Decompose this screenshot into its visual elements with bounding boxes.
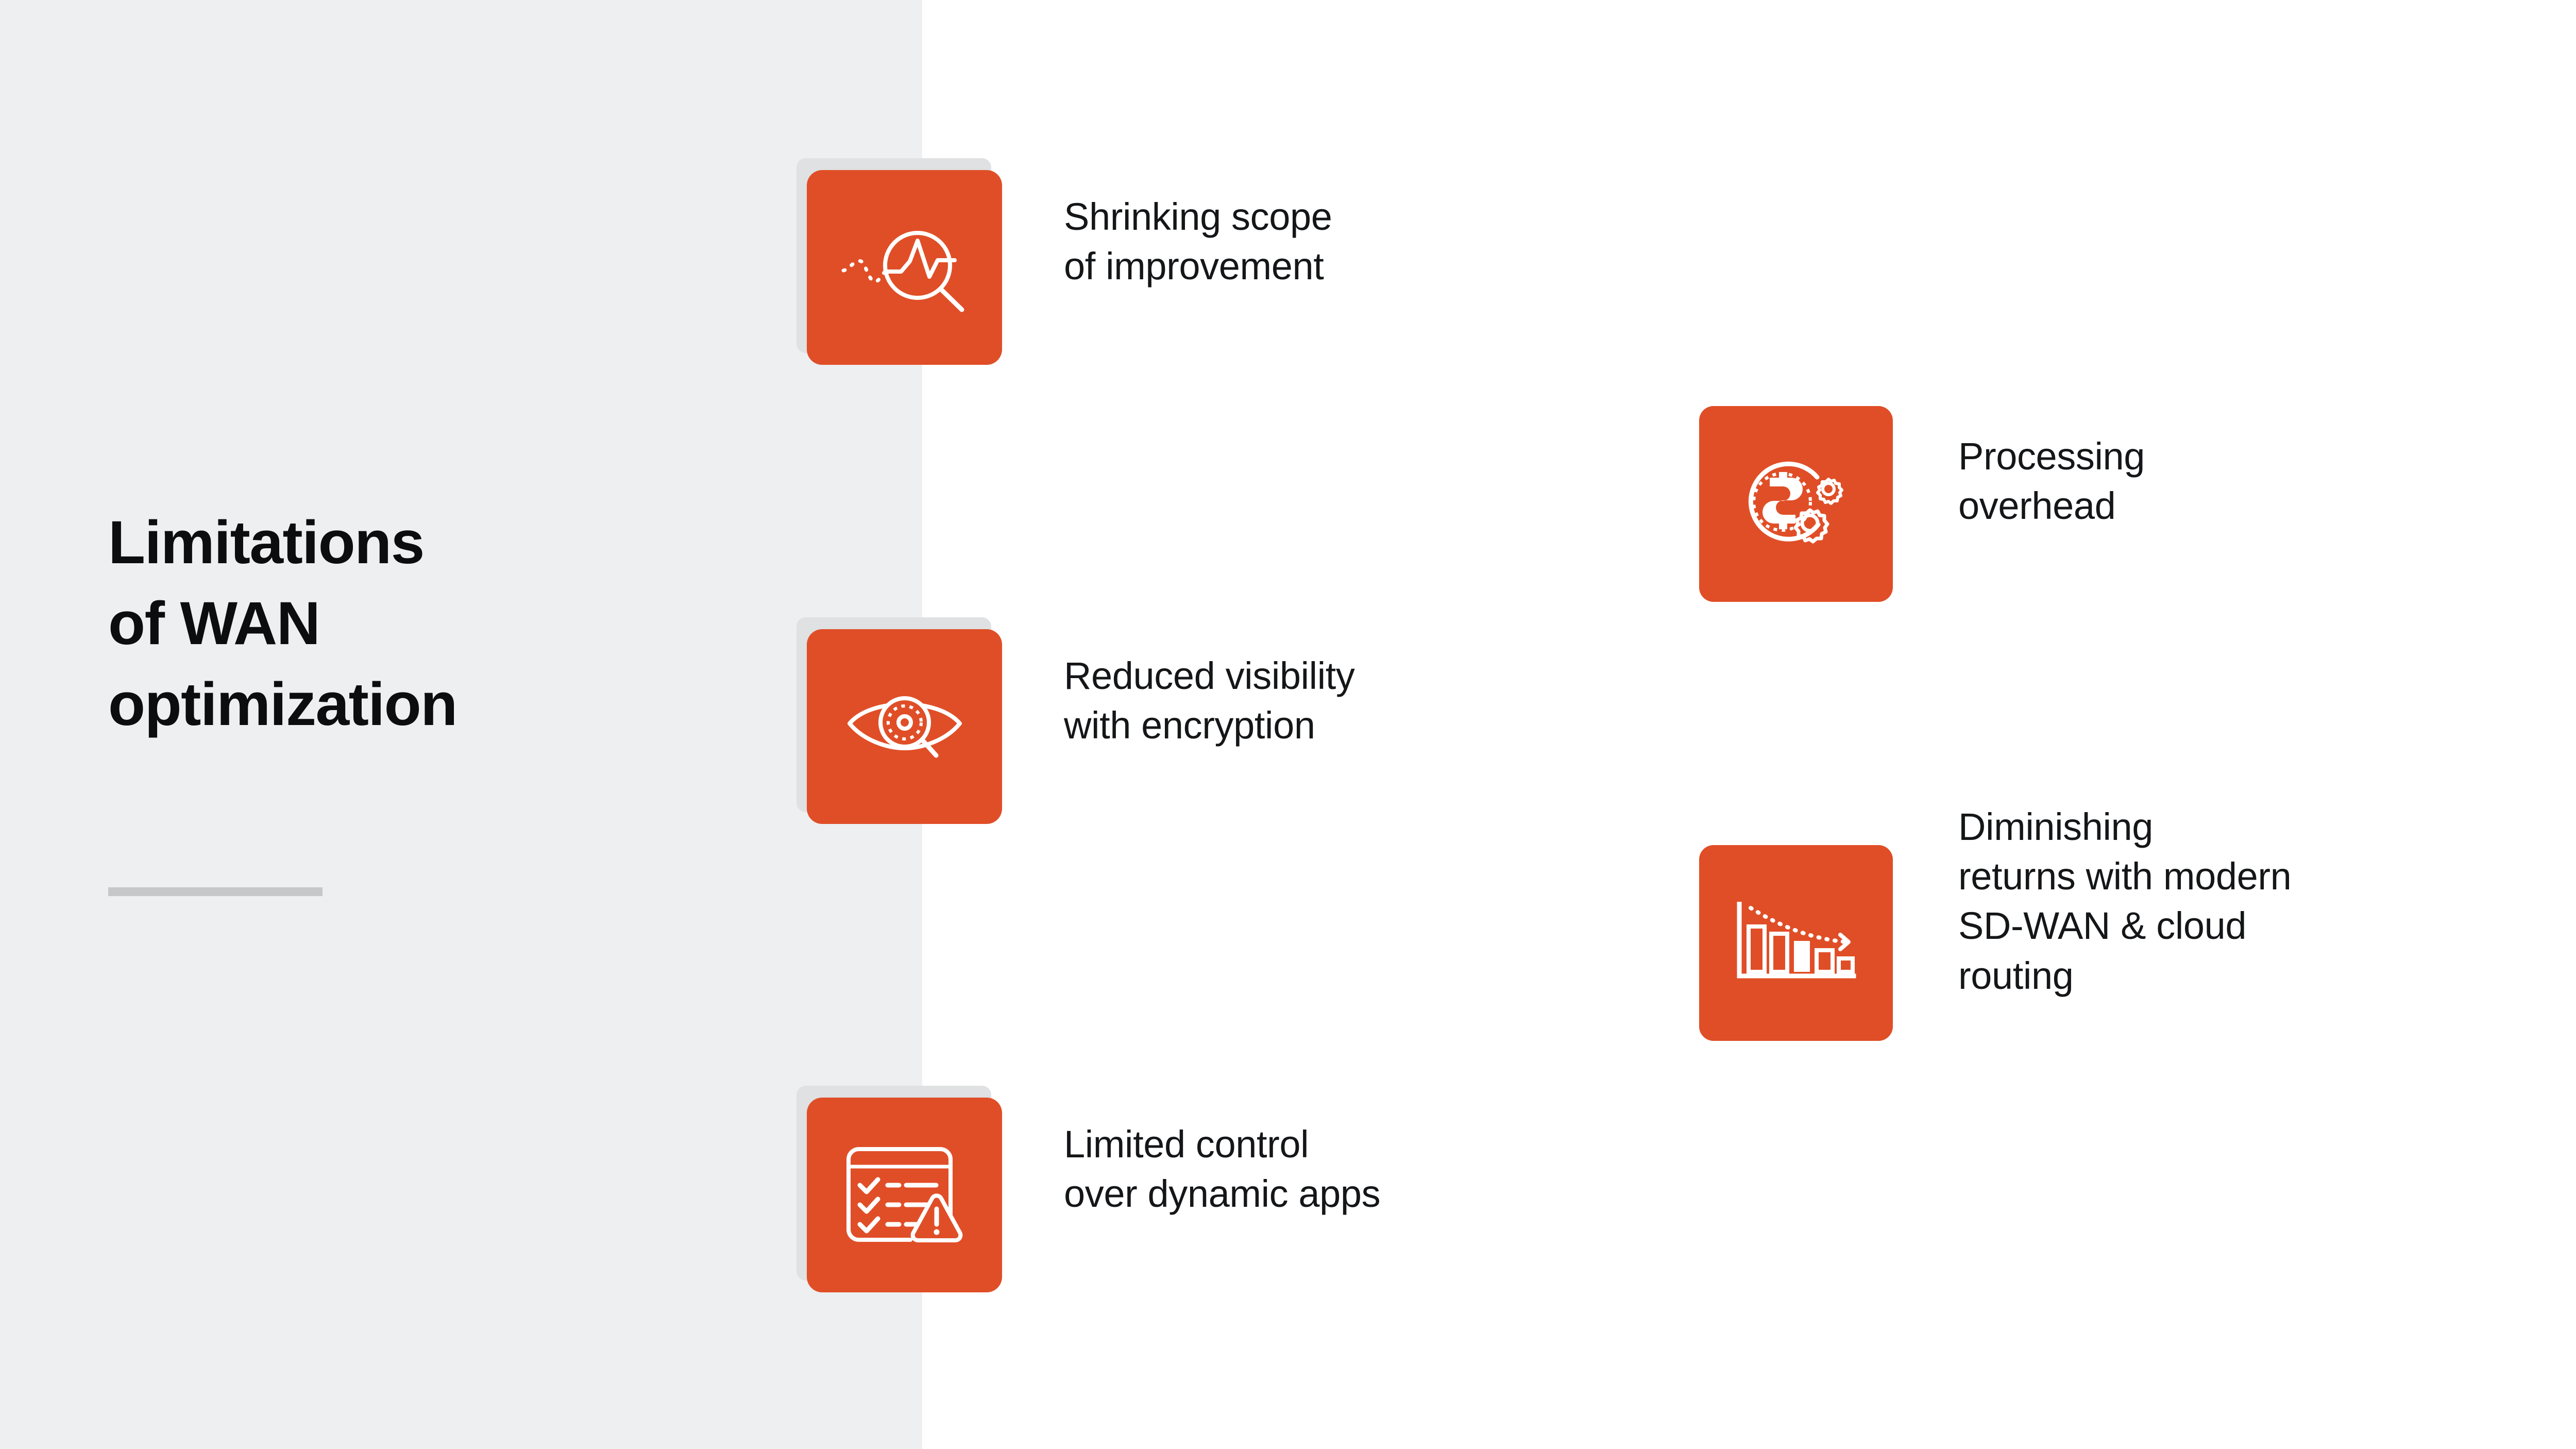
list-item-diminishing-returns[interactable]: Diminishing returns with modern SD-WAN &…: [1699, 805, 2292, 1041]
label-line-1: Limited control: [1064, 1123, 1309, 1166]
icon-tile[interactable]: [807, 170, 1002, 365]
icon-tile-wrapper: [796, 1086, 1002, 1292]
label-line-2: of improvement: [1064, 245, 1324, 288]
title-line-1: Limitations: [108, 509, 425, 577]
list-item-shrinking-scope[interactable]: Shrinking scope of improvement: [796, 158, 1332, 365]
label-line-2: with encryption: [1064, 704, 1315, 747]
label-line-1: Diminishing: [1958, 805, 2154, 848]
list-item-label: Reduced visibility with encryption: [1064, 651, 1355, 750]
title-line-3: optimization: [108, 670, 457, 738]
checklist-warning-icon: [845, 1146, 964, 1244]
icon-tile-wrapper: [796, 158, 1002, 365]
list-item-processing-overhead[interactable]: Processing overhead: [1699, 406, 2145, 602]
icon-tile-wrapper: [1699, 406, 1893, 602]
left-panel-background: [0, 0, 922, 1449]
right-panel-background: [922, 0, 2576, 1449]
magnifier-pulse-line-icon: [840, 221, 969, 314]
icon-tile-wrapper: [1699, 845, 1893, 1041]
icon-tile[interactable]: [1699, 406, 1893, 602]
label-line-1: Shrinking scope: [1064, 195, 1332, 238]
label-line-2: returns with modern: [1958, 855, 2292, 898]
title-line-2: of WAN: [108, 589, 320, 658]
label-line-4: routing: [1958, 954, 2074, 997]
label-line-3: SD-WAN & cloud: [1958, 904, 2247, 948]
list-item-label: Limited control over dynamic apps: [1064, 1120, 1381, 1219]
list-item-label: Processing overhead: [1958, 432, 2145, 531]
icon-tile[interactable]: [807, 1098, 1002, 1292]
icon-tile-wrapper: [796, 617, 1002, 824]
list-item-label: Shrinking scope of improvement: [1064, 192, 1332, 291]
label-line-1: Processing: [1958, 435, 2145, 478]
label-line-2: overhead: [1958, 484, 2116, 528]
eye-magnifier-encrypted-icon: [845, 690, 964, 763]
label-line-2: over dynamic apps: [1064, 1172, 1381, 1216]
icon-tile[interactable]: [1699, 845, 1893, 1041]
page-title: Limitations of WAN optimization: [108, 502, 804, 745]
list-item-reduced-visibility[interactable]: Reduced visibility with encryption: [796, 617, 1355, 824]
title-divider-rule: [108, 887, 323, 896]
dollar-coin-gears-icon: [1741, 452, 1852, 555]
list-item-limited-control[interactable]: Limited control over dynamic apps: [796, 1086, 1381, 1292]
declining-bar-chart-arrow-icon: [1734, 902, 1858, 984]
icon-tile[interactable]: [807, 629, 1002, 824]
list-item-label: Diminishing returns with modern SD-WAN &…: [1958, 802, 2292, 1001]
label-line-1: Reduced visibility: [1064, 654, 1355, 697]
